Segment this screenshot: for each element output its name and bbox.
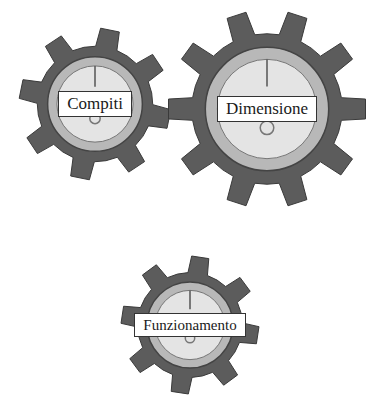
- gear-node: Funzionamento: [119, 254, 261, 396]
- gear-body: [169, 12, 366, 206]
- gear-rim: [205, 47, 328, 170]
- gear-pin: [260, 121, 274, 135]
- gear-node: Dimensione: [166, 8, 368, 210]
- gear-body: [121, 256, 259, 394]
- gear-key: [94, 66, 96, 87]
- gear-key: [266, 59, 268, 86]
- gear-node: Compiti: [17, 26, 173, 182]
- gear-label: Compiti: [58, 91, 132, 117]
- gear-body: [19, 28, 171, 180]
- gear-hub: [57, 66, 133, 142]
- gear-hub: [217, 59, 316, 158]
- gear-key: [189, 290, 191, 309]
- gear-label: Dimensione: [217, 96, 317, 122]
- gear-rim: [48, 57, 143, 152]
- gear-label: Funzionamento: [134, 313, 245, 337]
